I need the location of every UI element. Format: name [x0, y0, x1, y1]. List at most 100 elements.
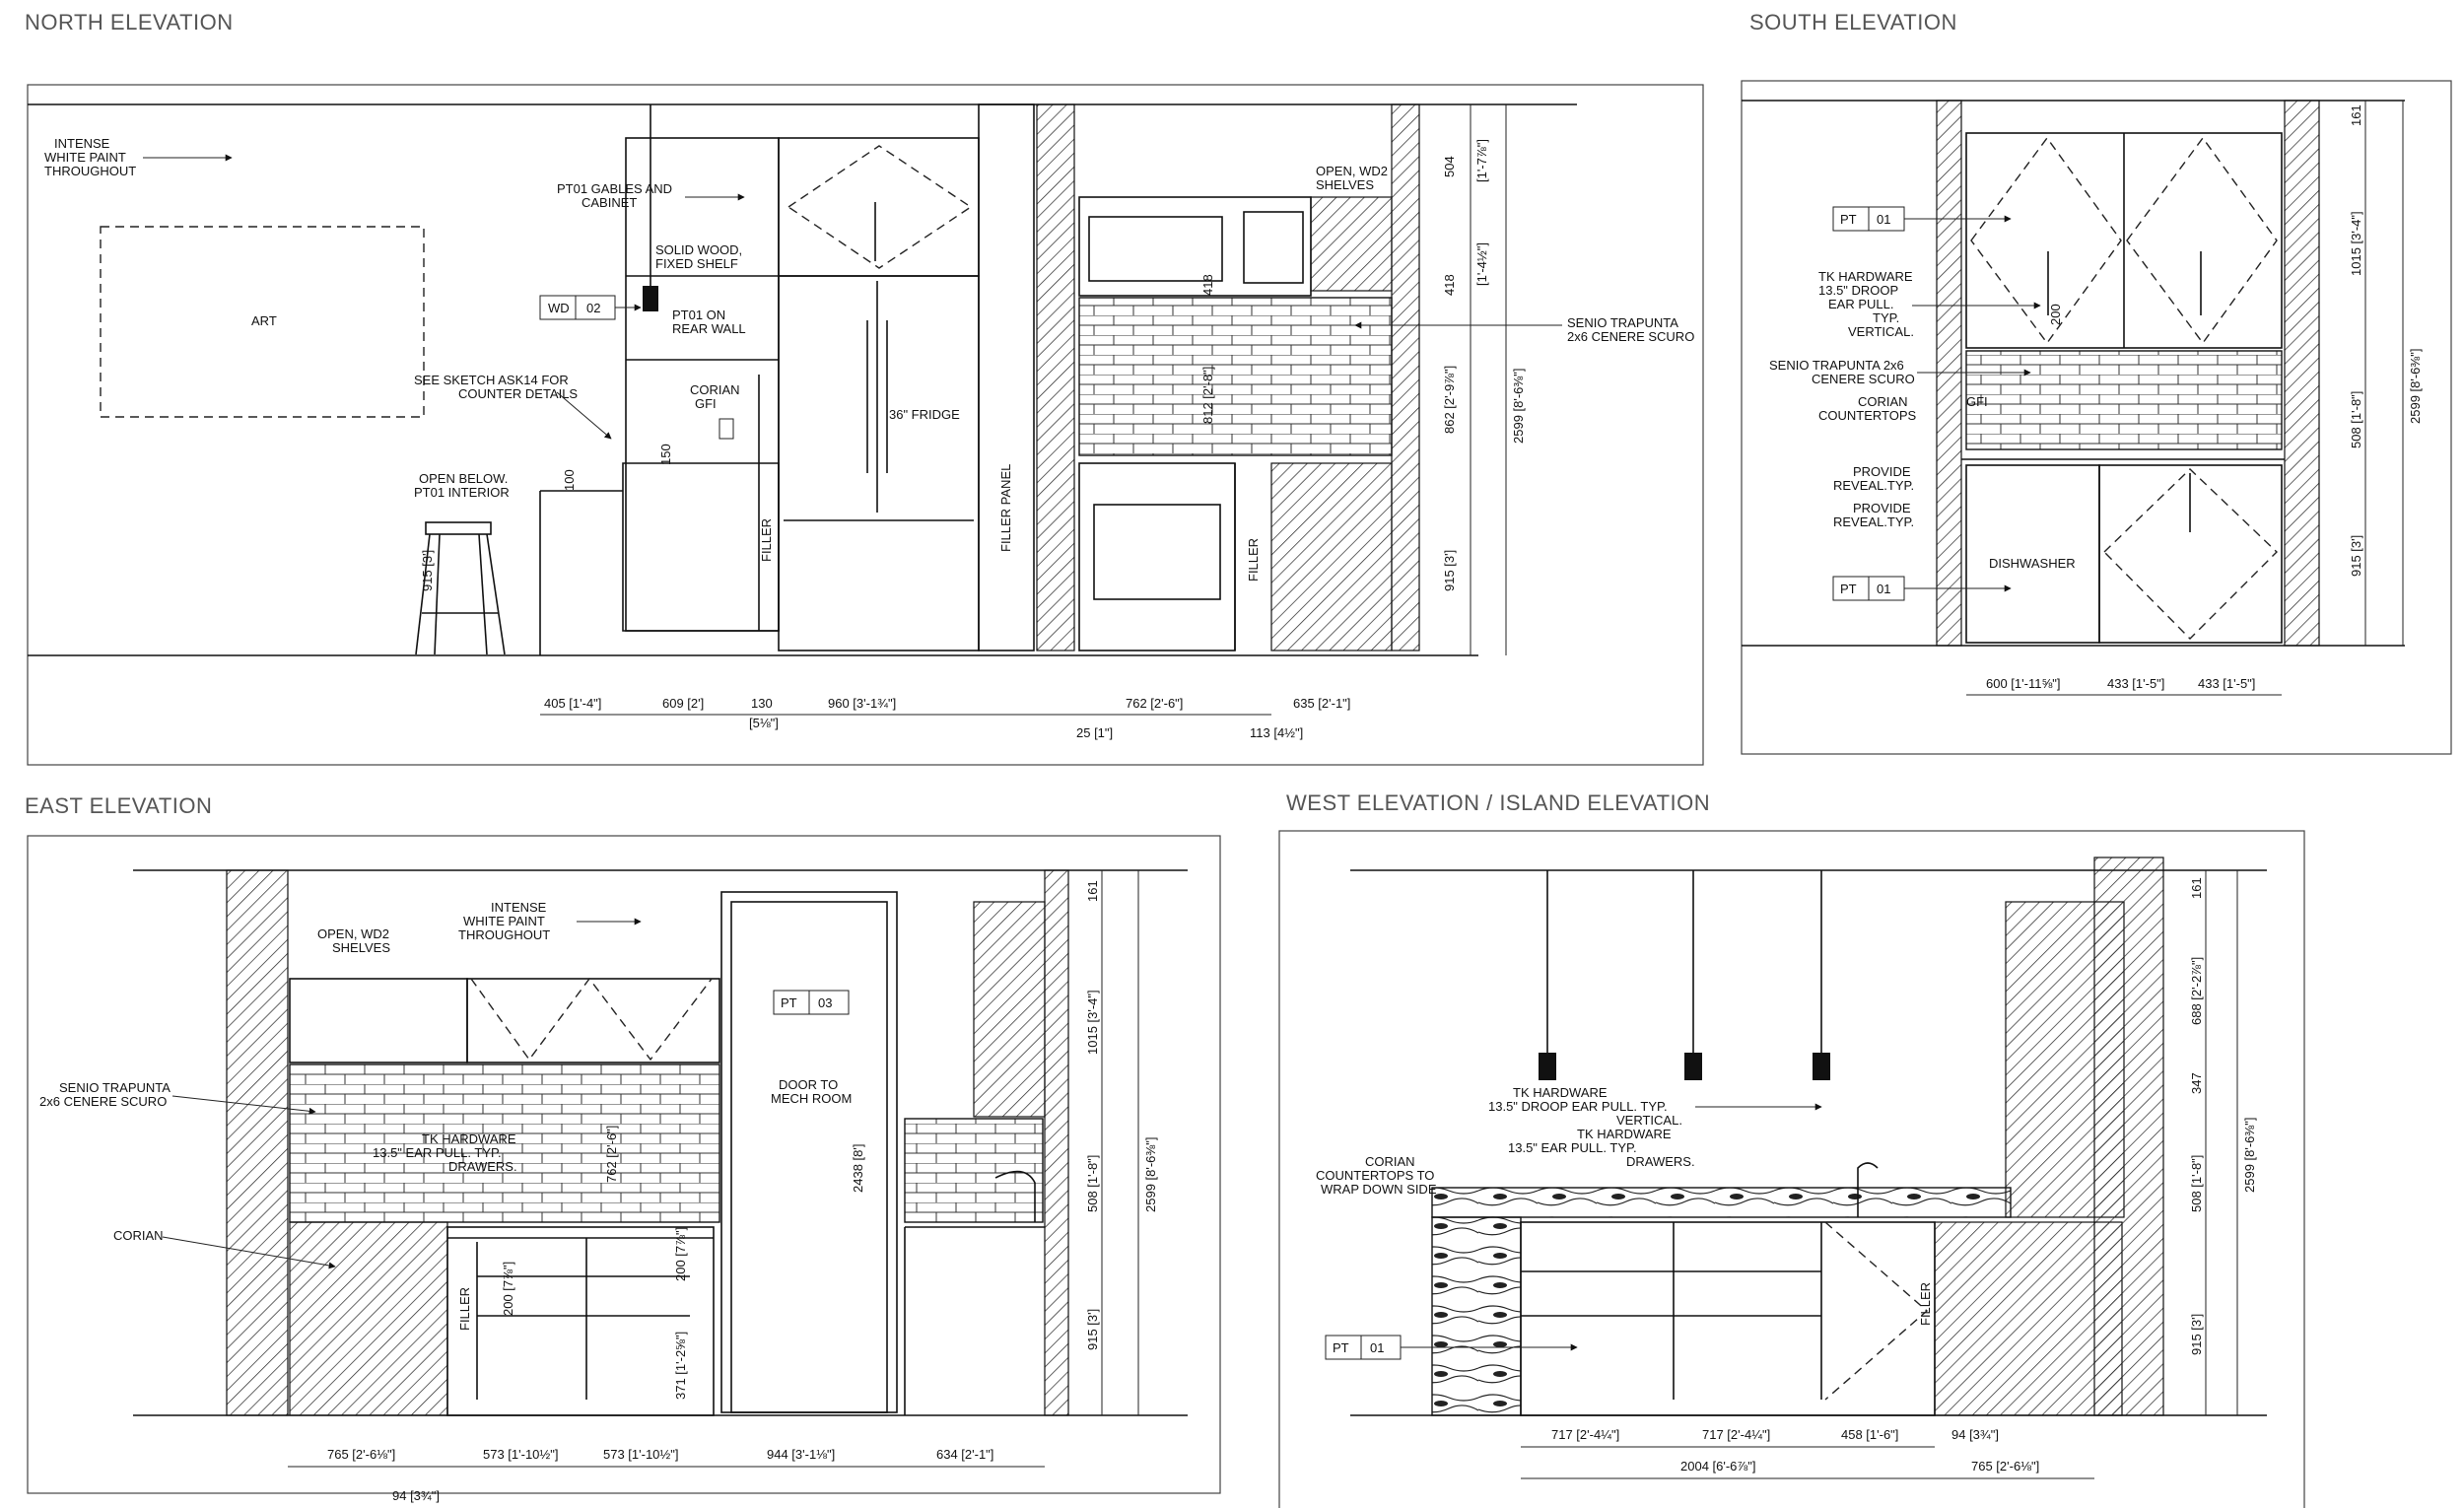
- north-filler-panel-label: FILLER PANEL: [998, 464, 1013, 552]
- south-pt01-tag-top: PT 01: [1832, 206, 2012, 232]
- east-vdim-200b: 200 [7⅞"]: [501, 1262, 515, 1316]
- west-vdim-508: 508 [1'-8"]: [2189, 1155, 2204, 1212]
- north-dim-960: 960 [3'-1¾"]: [828, 696, 896, 711]
- north-paint-note-1: INTENSE: [54, 136, 110, 151]
- south-vdim-1015: 1015 [3'-4"]: [2349, 211, 2363, 276]
- east-vdim-762: 762 [2'-6"]: [604, 1126, 619, 1183]
- north-microwave-panel: [1243, 211, 1304, 284]
- west-dim-2004: 2004 [6'-6⅞"]: [1680, 1459, 1755, 1474]
- west-tk-note-4: TK HARDWARE: [1577, 1127, 1672, 1141]
- south-elevation: GFI DISHWASHER PT 01 PT 01 TK HARDWARE 1…: [1741, 80, 2452, 755]
- west-tag-b: 01: [1370, 1340, 1384, 1355]
- north-sketch-leader: [556, 391, 612, 440]
- south-vdim-2599: 2599 [8'-6⅜"]: [2408, 349, 2423, 424]
- east-open-note-2: SHELVES: [332, 940, 390, 955]
- east-paint-note-3: THROUGHOUT: [458, 927, 550, 942]
- east-wall-right: [1044, 869, 1069, 1416]
- south-tk-note-4: TYP.: [1873, 310, 1899, 325]
- north-hatch-lower: [1270, 462, 1393, 651]
- east-dim-944: 944 [3'-1⅛"]: [767, 1447, 835, 1462]
- west-waterfall-side: [1431, 1216, 1522, 1416]
- east-upper-cabinets: [466, 978, 720, 1063]
- east-elevation: FILLER DOOR TO MECH ROOM 2438 [8'] PT 03…: [27, 835, 1221, 1503]
- north-filler-2-label: FILLER: [1246, 538, 1261, 582]
- west-door-swing: [1824, 1221, 1929, 1401]
- west-tag-a: PT: [1333, 1340, 1349, 1355]
- east-open-shelves: [289, 978, 468, 1063]
- north-elevation-title: NORTH ELEVATION: [25, 10, 234, 34]
- east-filler-label: FILLER: [457, 1287, 472, 1331]
- west-island-countertop: [1431, 1187, 2012, 1218]
- north-vdim-504: 504: [1442, 156, 1457, 177]
- south-upper-swing-r: [2126, 136, 2278, 345]
- south-dim-433a: 433 [1'-5"]: [2107, 676, 2164, 691]
- east-tag-a: PT: [781, 995, 797, 1010]
- south-vdim-161: 161: [2349, 104, 2363, 126]
- south-senio-note-1: SENIO TRAPUNTA 2x6: [1769, 358, 1904, 373]
- north-bar-stool: [415, 521, 506, 655]
- south-tag-top-a: PT: [1840, 212, 1857, 227]
- east-elevation-title: EAST ELEVATION: [25, 793, 212, 818]
- east-vdim-161: 161: [1085, 880, 1100, 902]
- south-backsplash: [1965, 350, 2283, 450]
- east-vdim-371: 371 [1'-2⅝"]: [673, 1332, 688, 1400]
- east-vdim-915: 915 [3']: [1085, 1309, 1100, 1350]
- south-dim-600: 600 [1'-11⅝"]: [1986, 676, 2061, 691]
- north-upper-cabinet: [778, 137, 980, 277]
- east-dim-573a: 573 [1'-10½"]: [483, 1447, 558, 1462]
- east-hatch-upper-right: [973, 901, 1046, 1118]
- north-corian-note: CORIAN: [690, 382, 740, 397]
- south-corian-note-2: COUNTERTOPS: [1818, 408, 1917, 423]
- north-vdim-504b: [1'-7⅞"]: [1474, 139, 1489, 182]
- east-tk-note-2: 13.5" EAR PULL. TYP.: [373, 1145, 502, 1160]
- north-oven-window: [1093, 504, 1221, 600]
- south-wall-right: [2284, 100, 2320, 647]
- south-tag-top-b: 01: [1877, 212, 1890, 227]
- west-tk-note-2: 13.5" DROOP EAR PULL. TYP.: [1488, 1099, 1668, 1114]
- east-dim-634: 634 [2'-1"]: [936, 1447, 993, 1462]
- east-dim-765: 765 [2'-6⅛"]: [327, 1447, 395, 1462]
- east-paint-note-1: INTENSE: [491, 900, 547, 915]
- south-elevation-title: SOUTH ELEVATION: [1749, 10, 1957, 34]
- north-wall-left: [1036, 103, 1075, 651]
- west-dim-717b: 717 [2'-4¼"]: [1702, 1427, 1770, 1442]
- south-gfi-label: GFI: [1966, 394, 1988, 409]
- north-gables-note-2: CABINET: [582, 195, 637, 210]
- south-sink-base: [2098, 464, 2283, 644]
- west-dim-94: 94 [3¾"]: [1951, 1427, 1999, 1442]
- north-below-note-2: PT01 INTERIOR: [414, 485, 510, 500]
- east-vdim-1015: 1015 [3'-4"]: [1085, 990, 1100, 1055]
- north-senio-note-1: SENIO TRAPUNTA: [1567, 315, 1678, 330]
- east-backsplash: [289, 1063, 720, 1223]
- north-wd02-tag: WD 02: [539, 295, 642, 320]
- west-tk-note-5: 13.5" EAR PULL. TYP.: [1508, 1140, 1637, 1155]
- east-faucet: [994, 1170, 1036, 1222]
- north-art-label: ART: [251, 313, 277, 328]
- north-gables-note-1: PT01 GABLES AND: [557, 181, 672, 196]
- north-vdim-418b: [1'-4½"]: [1474, 242, 1489, 286]
- west-vdim-915: 915 [3']: [2189, 1314, 2204, 1355]
- west-pendant-1: [1539, 1053, 1556, 1080]
- east-tk-note-1: TK HARDWARE: [422, 1131, 516, 1146]
- north-vdim-100: 100: [562, 469, 577, 491]
- east-wall-left: [226, 869, 289, 1416]
- south-reveal-note-2: REVEAL.TYP.: [1833, 478, 1914, 493]
- east-vdim-508: 508 [1'-8"]: [1085, 1155, 1100, 1212]
- west-tk-note-1: TK HARDWARE: [1513, 1085, 1608, 1100]
- north-below-note-1: OPEN BELOW.: [419, 471, 508, 486]
- north-vdim-2599: 2599 [8'-6⅜"]: [1511, 369, 1526, 444]
- north-vdim-812: 812 [2'-8"]: [1200, 367, 1215, 424]
- north-dim-113: 113 [4½"]: [1250, 725, 1303, 740]
- west-frame: [1278, 830, 2305, 1508]
- east-vdim-200a: 200 [7⅞"]: [673, 1227, 688, 1281]
- south-vdim-508: 508 [1'-8"]: [2349, 391, 2363, 448]
- north-sketch-note-1: SEE SKETCH ASK14 FOR: [414, 373, 569, 387]
- north-dim-762: 762 [2'-6"]: [1126, 696, 1183, 711]
- south-tk-note-3: EAR PULL.: [1828, 297, 1893, 311]
- east-door-note-1: DOOR TO: [779, 1077, 838, 1092]
- south-base-swing: [2103, 468, 2279, 640]
- north-oven: [1078, 462, 1236, 651]
- north-art-frame: [100, 226, 425, 418]
- west-faucet: [1857, 1162, 1879, 1217]
